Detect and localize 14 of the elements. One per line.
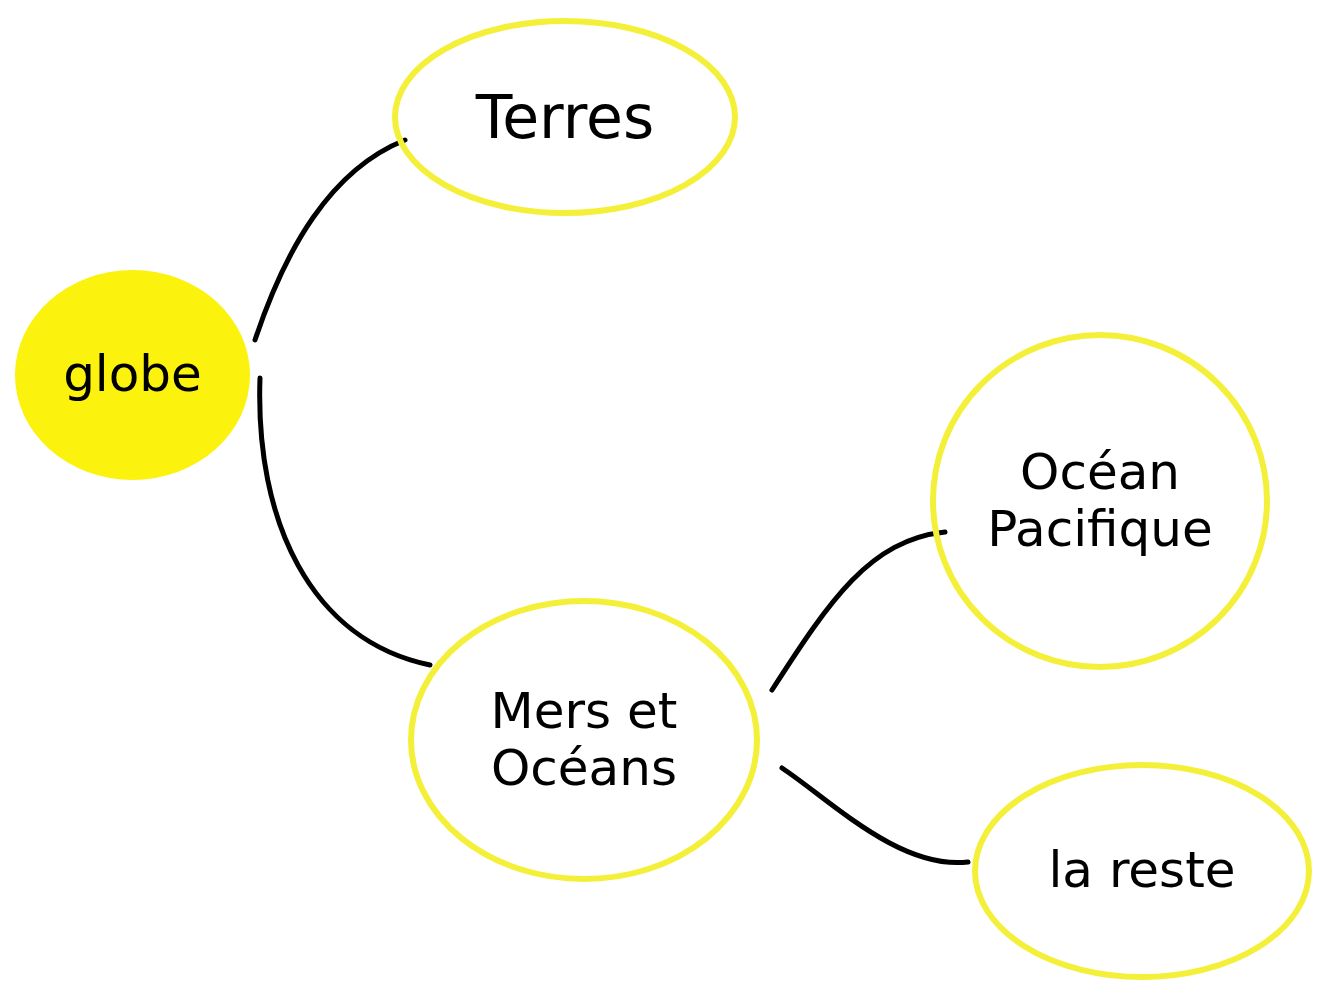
filled-ellipse-node (15, 270, 250, 480)
ellipse-node (392, 18, 738, 216)
ellipse-node (972, 762, 1312, 980)
node-label: Terres (475, 82, 655, 152)
node-label: Mers et Océans (489, 682, 679, 798)
ellipse-node (930, 332, 1270, 670)
ellipse-node (408, 598, 760, 882)
node-label: Océan Pacifique (986, 443, 1214, 559)
node-label: la reste (1048, 842, 1236, 900)
connector-line (779, 765, 971, 865)
connector-line (257, 375, 433, 668)
connector-line (769, 529, 948, 693)
node-label: globe (63, 346, 202, 404)
connector-line (252, 137, 408, 343)
